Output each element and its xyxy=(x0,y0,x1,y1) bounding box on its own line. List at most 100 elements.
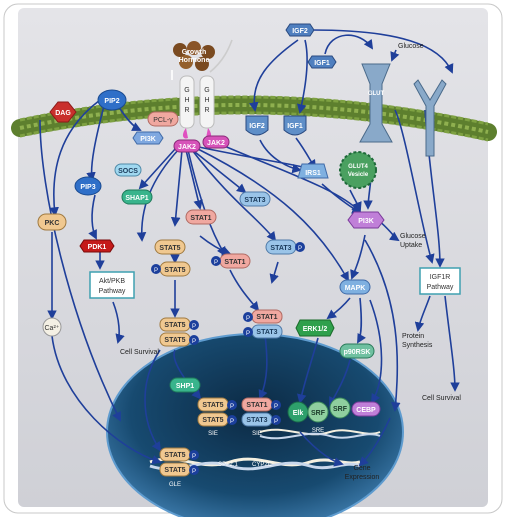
jak2-left-label: JAK2 xyxy=(178,144,196,151)
erk-node: ERK1/2 xyxy=(295,319,335,337)
phospho-p-6: P xyxy=(246,316,250,322)
stat1-node-a: STAT1 xyxy=(185,209,217,225)
stat3-node-a: STAT3 xyxy=(239,191,271,207)
pdk1-node: PDK1 xyxy=(79,239,115,253)
igf1r-label-2: Pathway xyxy=(427,284,454,291)
calcium-label: Ca²⁺ xyxy=(45,325,60,332)
p90rsk-label: p90RSK xyxy=(344,349,371,356)
ghr-letter-r-right: R xyxy=(204,107,209,114)
phospho-p-11: P xyxy=(274,419,278,425)
p90rsk-node: p90RSK xyxy=(339,343,375,359)
stat5-dimer: STAT5 STAT5 P P xyxy=(159,317,199,347)
sie-right-label: SIE xyxy=(252,431,262,437)
jak2-node-right: JAK2 xyxy=(202,135,230,149)
srf-node-b: SRF xyxy=(329,397,351,419)
igf2-receptor: IGF2 xyxy=(245,115,269,136)
pip3-node: PIP3 xyxy=(74,176,102,196)
protein-synthesis-label-1: Protein xyxy=(402,333,424,340)
ghr-letter-r-left: R xyxy=(184,107,189,114)
elk-node: Elk xyxy=(287,401,309,423)
cebp-label: CEBP xyxy=(356,407,376,414)
phospho-p-13: P xyxy=(192,469,196,475)
stat13-dimer-label-1: STAT1 xyxy=(256,314,277,321)
stat5-node-b: STAT5 P xyxy=(151,261,191,277)
spi21-label: SPI 2.1 xyxy=(218,462,238,468)
cebp-node: CEBP xyxy=(351,401,381,417)
mapk-node: MAPK xyxy=(339,279,371,295)
cell-survival-left: Cell Survival xyxy=(120,349,159,356)
signal-arrows xyxy=(39,29,460,467)
gene-expression-label-1: Gene xyxy=(353,465,370,472)
ghr-receptor: G H R G H R xyxy=(179,75,215,139)
stat1-b-label: STAT1 xyxy=(224,259,245,266)
phospho-p-3: P xyxy=(298,246,302,252)
cyp-label: CYP2C xyxy=(252,462,273,468)
phospho-p-7: P xyxy=(246,331,250,337)
sie-left-label: SIE xyxy=(208,431,218,437)
pcl-gamma-node: PCL-γ xyxy=(147,111,179,127)
akt-label-1: Akt/PKB xyxy=(99,278,125,285)
pkc-label: PKC xyxy=(45,220,60,227)
gle-stat5-label-2: STAT5 xyxy=(164,467,185,474)
erk-label: ERK1/2 xyxy=(303,326,328,333)
akt-pathway-box: Akt/PKB Pathway xyxy=(89,271,135,299)
stat3-a-label: STAT3 xyxy=(244,197,265,204)
growth-hormone: Growth Hormone xyxy=(173,41,215,71)
shap1-node: SHAP1 xyxy=(121,189,153,205)
stat1-node-b: STAT1 P xyxy=(211,253,251,269)
dag-node: DAG xyxy=(49,101,77,123)
nuc-stat5-label-2: STAT5 xyxy=(202,417,223,424)
igf1r-label-1: IGF1R xyxy=(430,274,451,281)
stat1-stat3-dimer: STAT1 STAT3 P P xyxy=(243,309,283,339)
srf-node-a: SRF xyxy=(307,401,329,423)
ghr-letter-h-left: H xyxy=(184,97,189,104)
stat1-a-label: STAT1 xyxy=(190,215,211,222)
pkc-node: PKC xyxy=(37,213,67,231)
igf1r-pathway-box: IGF1R Pathway xyxy=(419,267,461,295)
calcium-node: Ca²⁺ xyxy=(42,317,62,337)
nuc-stat5-label-1: STAT5 xyxy=(202,402,223,409)
jak2-right-label: JAK2 xyxy=(207,140,225,147)
sre-label: SRE xyxy=(312,428,324,434)
igf2-ligand: IGF2 xyxy=(285,23,315,37)
cell-survival-right: Cell Survival xyxy=(422,395,461,402)
shp1-node: SHP1 xyxy=(169,377,201,393)
mapk-label: MAPK xyxy=(345,285,366,292)
ghr-letter-g-right: G xyxy=(204,87,209,94)
igf1-receptor: IGF1 xyxy=(283,115,307,136)
gle-stat5-label-1: STAT5 xyxy=(164,452,185,459)
nuclear-stat5-dimer: STAT5 STAT5 P P SIE xyxy=(197,397,237,437)
srf-b-label: SRF xyxy=(333,406,348,413)
pi3k-left-label: PI3K xyxy=(140,136,156,143)
gle-label: GLE xyxy=(169,482,181,488)
irs1-node: IRS1 xyxy=(297,163,329,179)
stat5-dimer-label-1: STAT5 xyxy=(164,322,185,329)
igf2-top-label: IGF2 xyxy=(292,28,308,35)
nuc-stat13-label-2: STAT3 xyxy=(246,417,267,424)
protein-synthesis-label-2: Synthesis xyxy=(402,342,433,349)
gene-expression-label-2: Expression xyxy=(345,474,380,481)
ghr-letter-g-left: G xyxy=(184,87,189,94)
stat3-b-label: STAT3 xyxy=(270,245,291,252)
pip2-node: PIP2 xyxy=(97,89,127,111)
irs1-label: IRS1 xyxy=(305,170,321,177)
stat5-dimer-label-2: STAT5 xyxy=(164,337,185,344)
pip2-label: PIP2 xyxy=(104,98,119,105)
pdk1-label: PDK1 xyxy=(88,244,107,251)
gle-stat5-dimer: STAT5 STAT5 P P GLE xyxy=(159,447,199,488)
phospho-p-9: P xyxy=(230,419,234,425)
glucose-label: Glucose xyxy=(398,43,424,50)
nuclear-stat13-dimer: STAT1 STAT3 P P SIE xyxy=(241,397,281,437)
pip3-label: PIP3 xyxy=(80,184,95,191)
pi3k-right-node: PI3K xyxy=(347,211,385,229)
glucose-uptake-label-2: Uptake xyxy=(400,242,422,249)
akt-label-2: Pathway xyxy=(99,288,126,295)
stat5-node-a: STAT5 xyxy=(154,239,186,255)
glut-transporter: GLUT xyxy=(359,63,393,143)
shp1-label: SHP1 xyxy=(176,383,194,390)
glut4-vesicle: GLUT4 Vesicle xyxy=(339,151,377,189)
igf1-top-label: IGF1 xyxy=(314,60,330,67)
phospho-p-10: P xyxy=(274,404,278,410)
